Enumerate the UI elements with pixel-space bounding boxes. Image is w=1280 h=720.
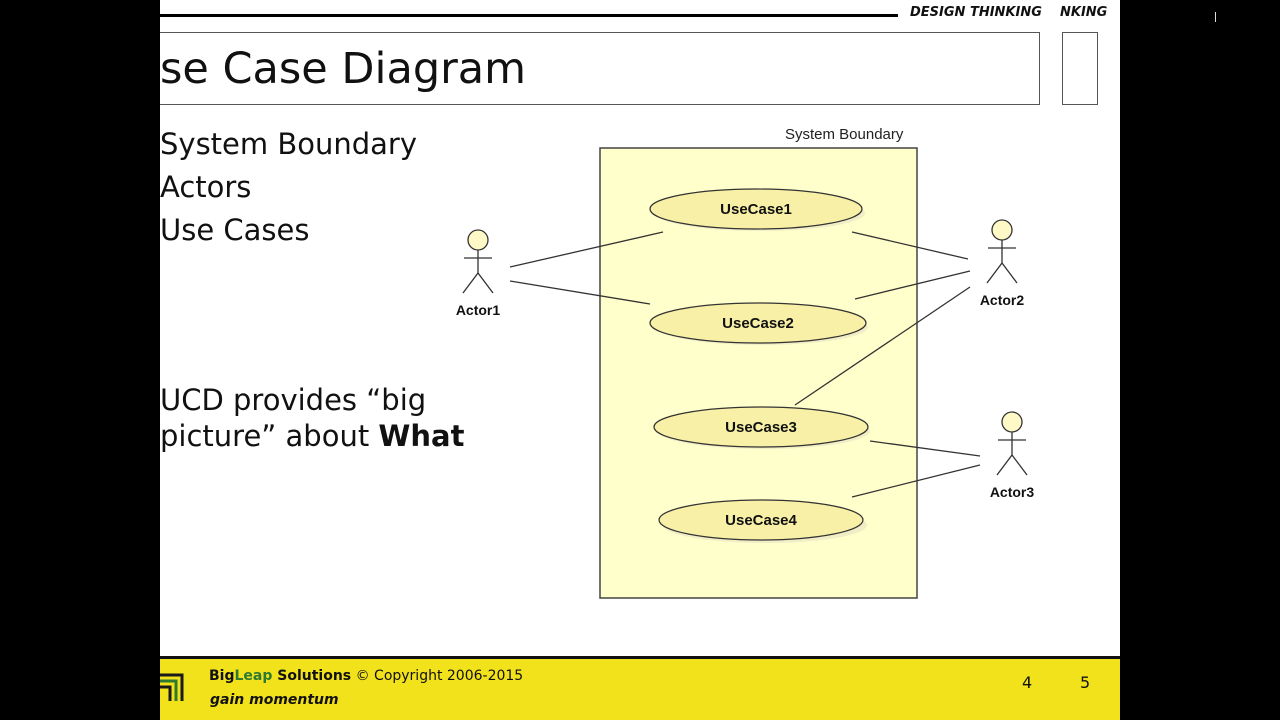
system-boundary-label: System Boundary — [785, 126, 904, 143]
bigleap-logo-icon — [160, 673, 184, 701]
actor-leg — [986, 262, 1003, 284]
use-case-2: UseCase2 — [649, 302, 868, 345]
association-line — [794, 286, 971, 406]
ucd-emphasis: What — [378, 419, 465, 453]
footer-tagline: gain momentum — [210, 692, 339, 708]
use-case-diagram: System Boundary UseCase1 UseCase2 UseCas… — [456, 126, 1035, 599]
association-line — [854, 270, 971, 300]
footer-bar: BigLeap Solutions © Copyright 2006-2015 … — [160, 656, 1120, 720]
header-tag-overlap: NKING — [1058, 5, 1108, 20]
actor-head — [1001, 411, 1023, 433]
use-case-ellipse — [649, 188, 863, 230]
bullet-item: Use Cases — [160, 213, 310, 247]
use-case-ellipse — [653, 406, 869, 448]
actor-head — [467, 229, 489, 251]
actor-leg — [996, 454, 1013, 476]
actor-3 — [996, 411, 1028, 476]
actor-label: Actor1 — [456, 302, 501, 318]
brand-leap: Leap — [234, 668, 273, 684]
use-case-label: UseCase1 — [720, 201, 792, 218]
bullet-item: Actors — [160, 170, 252, 204]
use-case-ellipse — [658, 499, 864, 541]
footer-brand: BigLeap Solutions © Copyright 2006-2015 — [209, 668, 523, 684]
association-line — [509, 231, 664, 268]
ucd-line-2-text: picture” about — [160, 419, 379, 453]
actor-leg — [1011, 454, 1028, 476]
screen-artifact — [1215, 12, 1216, 22]
use-case-4: UseCase4 — [658, 499, 867, 543]
actor-label: Actor2 — [980, 292, 1025, 308]
brand-big: Big — [209, 668, 235, 684]
actor-leg — [1001, 262, 1018, 284]
use-case-3: UseCase3 — [653, 406, 870, 449]
association-line — [851, 464, 981, 498]
use-case-ellipse — [649, 302, 867, 344]
brand-solutions: Solutions — [272, 668, 352, 684]
slide-title: se Case Diagram — [160, 44, 1020, 94]
actor-label: Actor3 — [990, 484, 1035, 500]
header-tag-text: DESIGN THINKING — [910, 5, 1042, 20]
title-box — [160, 32, 1040, 105]
actor-head — [991, 219, 1013, 241]
ucd-description: UCD provides “big picture” about What — [160, 382, 465, 454]
top-rule — [160, 14, 898, 17]
use-case-label: UseCase4 — [725, 512, 797, 529]
actor-1 — [462, 229, 494, 294]
use-case-label: UseCase3 — [725, 419, 797, 436]
slide: DESIGN THINKING NKING se Case Diagram Sy… — [160, 0, 1120, 720]
actor-leg — [462, 272, 479, 294]
header-tag: DESIGN THINKING NKING — [900, 4, 1120, 22]
slide-title-text: se Case Diagram — [160, 44, 527, 94]
association-line — [869, 440, 981, 457]
bullet-list: System Boundary Actors Use Cases — [160, 124, 417, 253]
use-case-label: UseCase2 — [722, 315, 794, 332]
copyright-text: © Copyright 2006-2015 — [351, 668, 524, 684]
actor-leg — [477, 272, 494, 294]
title-box-duplicate — [1062, 32, 1098, 105]
bullet-item: System Boundary — [160, 127, 418, 161]
page-number: 4 — [1022, 673, 1033, 692]
use-case-1: UseCase1 — [649, 188, 865, 231]
association-line — [509, 280, 651, 305]
actor-2 — [986, 219, 1018, 284]
page-number-duplicate: 5 — [1080, 673, 1091, 692]
ucd-line-1: UCD provides “big — [160, 383, 427, 417]
ucd-line-2: picture” about What — [160, 418, 465, 454]
association-line — [851, 231, 969, 260]
